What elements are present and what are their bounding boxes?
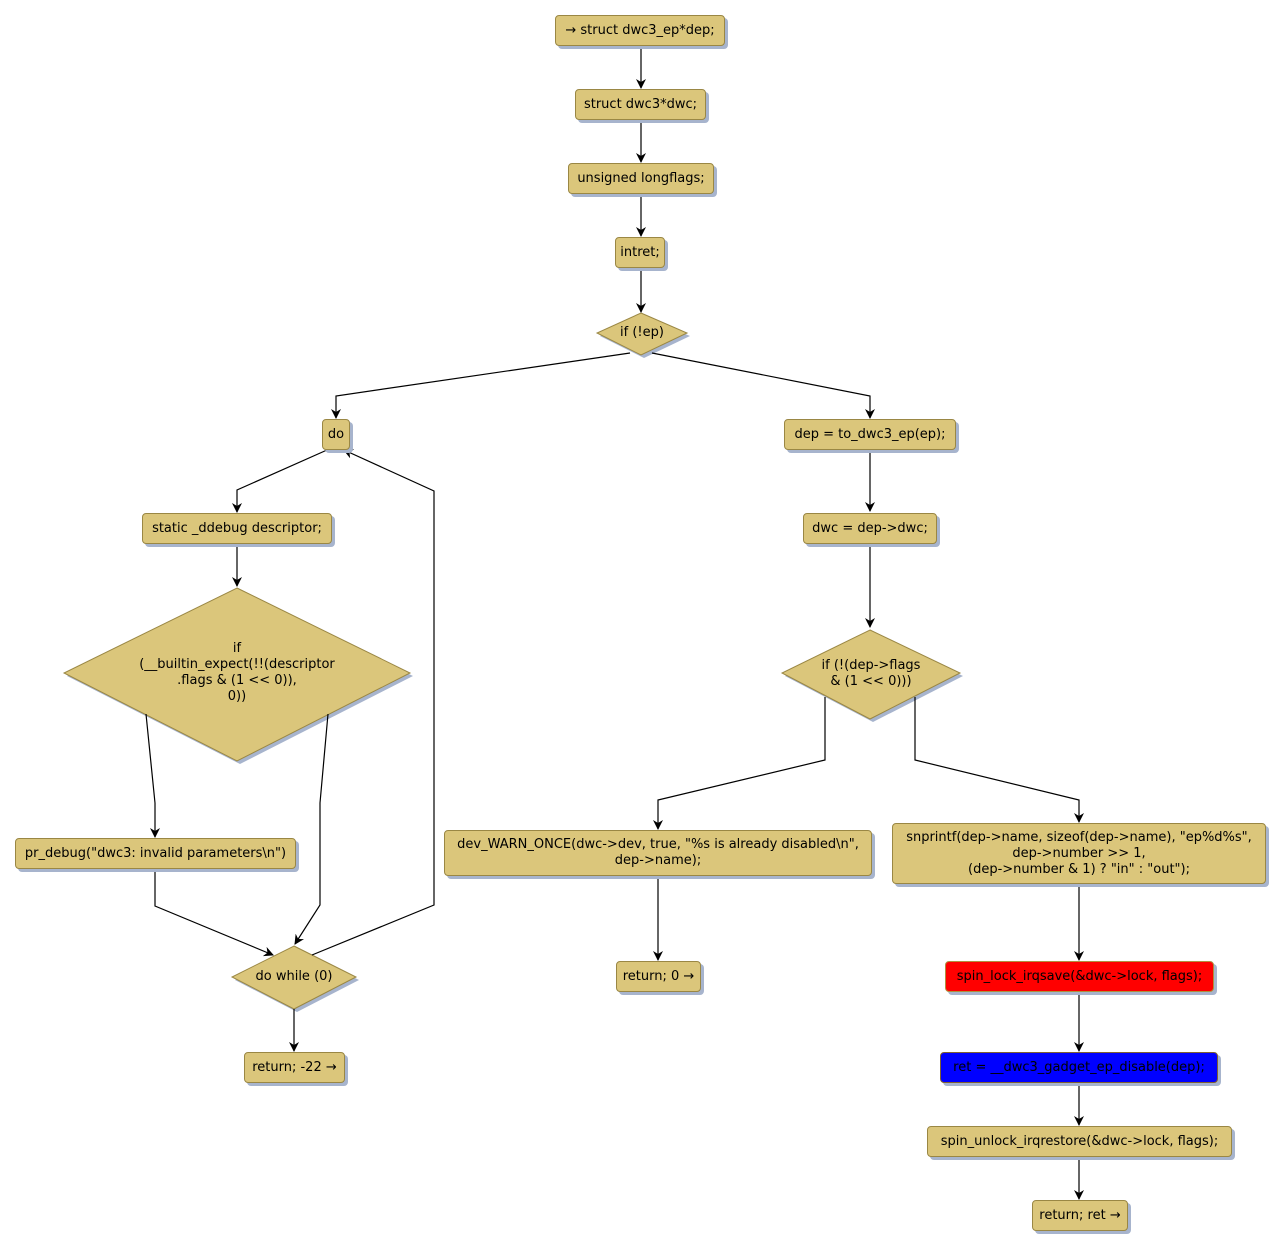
node-spin-unlock-irqrestore: spin_unlock_irqrestore(&dwc->lock, flags… bbox=[927, 1126, 1232, 1157]
node-ret-declaration: intret; bbox=[615, 237, 665, 268]
edge bbox=[232, 449, 328, 513]
diamond-dep-flags bbox=[780, 629, 962, 720]
node-pr-debug: pr_debug("dwc3: invalid parameters\n") bbox=[15, 838, 296, 869]
node-return-ret: return; ret → bbox=[1032, 1200, 1128, 1231]
node-flags-declaration: unsigned longflags; bbox=[568, 163, 714, 194]
node-dep-declaration: → struct dwc3_ep*dep; bbox=[555, 15, 725, 46]
node-dwc-declaration: struct dwc3*dwc; bbox=[575, 89, 706, 120]
edge bbox=[311, 449, 435, 956]
decision-shapes bbox=[62, 312, 963, 1012]
node-spin-lock-irqsave: spin_lock_irqsave(&dwc->lock, flags); bbox=[945, 961, 1214, 992]
edge bbox=[331, 352, 631, 419]
edge bbox=[145, 713, 160, 838]
node-dwc-assign: dwc = dep->dwc; bbox=[803, 513, 937, 544]
edge bbox=[651, 352, 875, 419]
diamond-builtin-expect bbox=[62, 587, 412, 762]
node-snprintf: snprintf(dep->name, sizeof(dep->name), "… bbox=[892, 823, 1266, 884]
decision-if-not-ep: if (!ep) bbox=[620, 325, 664, 340]
node-return-minus-22: return; -22 → bbox=[244, 1052, 345, 1083]
edge bbox=[154, 869, 274, 957]
decision-do-while: do while (0) bbox=[255, 969, 333, 984]
node-do: do bbox=[322, 419, 350, 450]
node-to-dwc3-ep: dep = to_dwc3_ep(ep); bbox=[784, 419, 956, 450]
edges bbox=[145, 46, 1084, 1200]
node-dev-warn-once: dev_WARN_ONCE(dwc->dev, true, "%s is alr… bbox=[444, 830, 872, 876]
node-ddebug-descriptor: static _ddebug descriptor; bbox=[142, 513, 332, 544]
node-gadget-ep-disable: ret = __dwc3_gadget_ep_disable(dep); bbox=[940, 1052, 1218, 1083]
decision-dep-flags: if (!(dep->flags & (1 << 0))) bbox=[821, 658, 921, 689]
edge bbox=[294, 713, 329, 945]
edge bbox=[914, 697, 1084, 823]
node-return-zero: return; 0 → bbox=[616, 961, 701, 992]
diamond-if-not-ep bbox=[595, 312, 689, 356]
decision-builtin-expect: if (__builtin_expect(!!(descriptor .flag… bbox=[139, 641, 335, 704]
edge bbox=[653, 697, 826, 830]
